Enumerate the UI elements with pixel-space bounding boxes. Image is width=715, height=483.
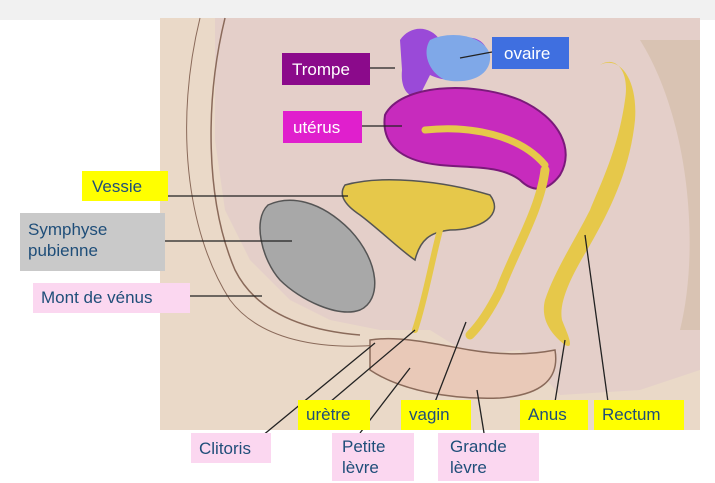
label-ovaire: ovaire bbox=[492, 37, 569, 69]
label-vessie: Vessie bbox=[82, 171, 168, 201]
label-petite-levre: Petite lèvre bbox=[332, 433, 414, 481]
label-grande-line1: Grande bbox=[450, 436, 539, 457]
label-symphyse-line2: pubienne bbox=[28, 240, 165, 261]
label-clitoris: Clitoris bbox=[191, 433, 271, 463]
label-symphyse-line1: Symphyse bbox=[28, 219, 165, 240]
label-uterus: utérus bbox=[283, 111, 362, 143]
label-vagin: vagin bbox=[401, 400, 471, 430]
label-trompe: Trompe bbox=[282, 53, 370, 85]
label-grande-line2: lèvre bbox=[450, 457, 539, 478]
label-mont: Mont de vénus bbox=[33, 283, 190, 313]
label-uretre: urètre bbox=[298, 400, 370, 430]
label-grande-levre: Grande lèvre bbox=[438, 433, 539, 481]
label-anus: Anus bbox=[520, 400, 588, 430]
label-petite-line1: Petite bbox=[342, 436, 414, 457]
label-symphyse: Symphyse pubienne bbox=[20, 213, 165, 271]
label-petite-line2: lèvre bbox=[342, 457, 414, 478]
label-rectum: Rectum bbox=[594, 400, 684, 430]
